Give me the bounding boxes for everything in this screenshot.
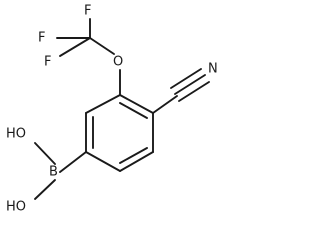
- bond-b-oh-bottom: [34, 179, 56, 200]
- fluorine-atom-label: F: [84, 4, 91, 19]
- bond-c6-b: [59, 151, 87, 173]
- hydroxyl-label: HO: [6, 127, 26, 142]
- bond-b-oh-top: [34, 142, 56, 165]
- ring-bond-c4-c5: [119, 151, 154, 172]
- ring-bond-c1-c2: [85, 94, 121, 114]
- bond-o-cf3: [89, 37, 115, 55]
- boronic-acid-group: B HO HO: [6, 127, 87, 215]
- ring-bond-c2-c3: [119, 94, 154, 114]
- bond-c-f-lower: [59, 37, 91, 57]
- ring-bond-c5-c6: [85, 151, 121, 172]
- boron-atom-label: B: [49, 165, 58, 180]
- fluorine-atom-label: F: [38, 31, 45, 46]
- structure-canvas: F F F O N B HO HO: [6, 3, 218, 215]
- benzene-ring: [85, 94, 154, 172]
- triple-bond-line-3: [170, 68, 202, 89]
- bond-c3-cn: [152, 95, 178, 114]
- molecule-drawing: F F F O N B HO HO: [6, 4, 218, 215]
- triple-bond-line-2: [178, 81, 210, 102]
- oxygen-atom-label: O: [113, 55, 123, 70]
- fluorine-atom-label: F: [44, 55, 51, 70]
- hydroxyl-label: HO: [6, 200, 26, 215]
- ring-double-bond-c2-c3: [119, 102, 148, 119]
- nitrogen-atom-label: N: [208, 62, 218, 77]
- triple-bond-line-1: [174, 74, 206, 95]
- nitrile-group: N: [152, 62, 218, 114]
- trifluoromethoxy-group: F F F O: [38, 4, 123, 96]
- ring-double-bond-c4-c5: [119, 147, 148, 164]
